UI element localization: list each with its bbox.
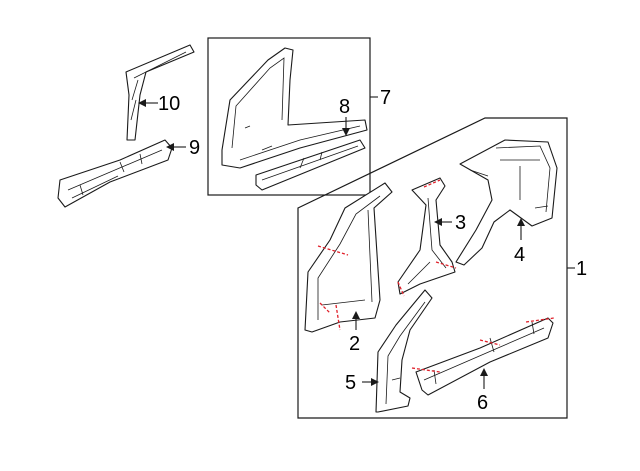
leaders [138,96,575,389]
cut-line [435,261,457,269]
callout-4: 4 [514,244,525,266]
callout-9: 9 [189,137,200,159]
cut-line [397,281,405,297]
callout-2: 2 [349,333,360,355]
cut-line [423,179,441,188]
part-5-lock-pillar [375,289,433,413]
callout-3: 3 [455,212,466,234]
part-3-center-pillar [397,177,456,295]
callout-8: 8 [339,96,350,118]
callout-10: 10 [158,93,180,115]
part-7-inner-frame [221,47,368,169]
part-2-front-pillar [304,182,393,333]
callout-6: 6 [477,392,488,414]
part-4-quarter-panel [455,139,558,266]
part-9-rocker [57,139,173,208]
cut-line [335,304,341,331]
part-10-pillar [125,44,195,141]
group-box-7 [207,37,371,196]
callout-1: 1 [576,258,587,280]
callout-5: 5 [345,372,356,394]
cut-lines [317,179,555,373]
callout-7: 7 [380,87,391,109]
cut-line [319,302,331,314]
cut-line [479,339,501,346]
part-8-reinforcement [255,139,366,191]
cut-line [317,245,349,256]
part-6-rocker-outer [415,317,554,396]
